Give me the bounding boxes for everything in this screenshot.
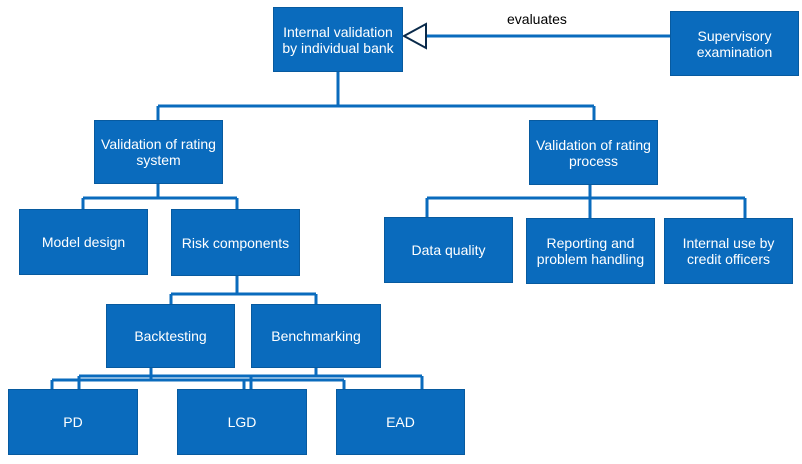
validation-rating-system-node: Validation of rating system (94, 120, 223, 184)
connector-rating-process-to-children (425, 185, 747, 218)
pd-node: PD (8, 389, 138, 455)
lgd-node: LGD (177, 389, 307, 455)
supervisory-examination-node: Supervisory examination (670, 11, 799, 76)
data-quality-node: Data quality (384, 217, 513, 283)
evaluates-arrowhead (401, 22, 427, 50)
internal-validation-node: Internal validation by individual bank (273, 7, 403, 72)
internal-use-credit-officers-node: Internal use by credit officers (664, 218, 793, 284)
evaluates-label: evaluates (507, 11, 567, 27)
validation-rating-process-node: Validation of rating process (529, 120, 658, 185)
ead-node: EAD (336, 389, 465, 455)
connector-root-to-branches (156, 72, 596, 120)
connector-benchmarking-to-outcomes (77, 368, 424, 389)
model-design-node: Model design (19, 209, 148, 275)
benchmarking-node: Benchmarking (251, 304, 381, 368)
backtesting-node: Backtesting (106, 304, 235, 368)
reporting-problem-handling-node: Reporting and problem handling (526, 218, 655, 284)
connector-risk-components-to-children (169, 276, 318, 304)
risk-components-node: Risk components (171, 209, 300, 276)
connector-backtesting-to-outcomes (50, 368, 346, 389)
connector-rating-system-to-children (81, 184, 239, 209)
